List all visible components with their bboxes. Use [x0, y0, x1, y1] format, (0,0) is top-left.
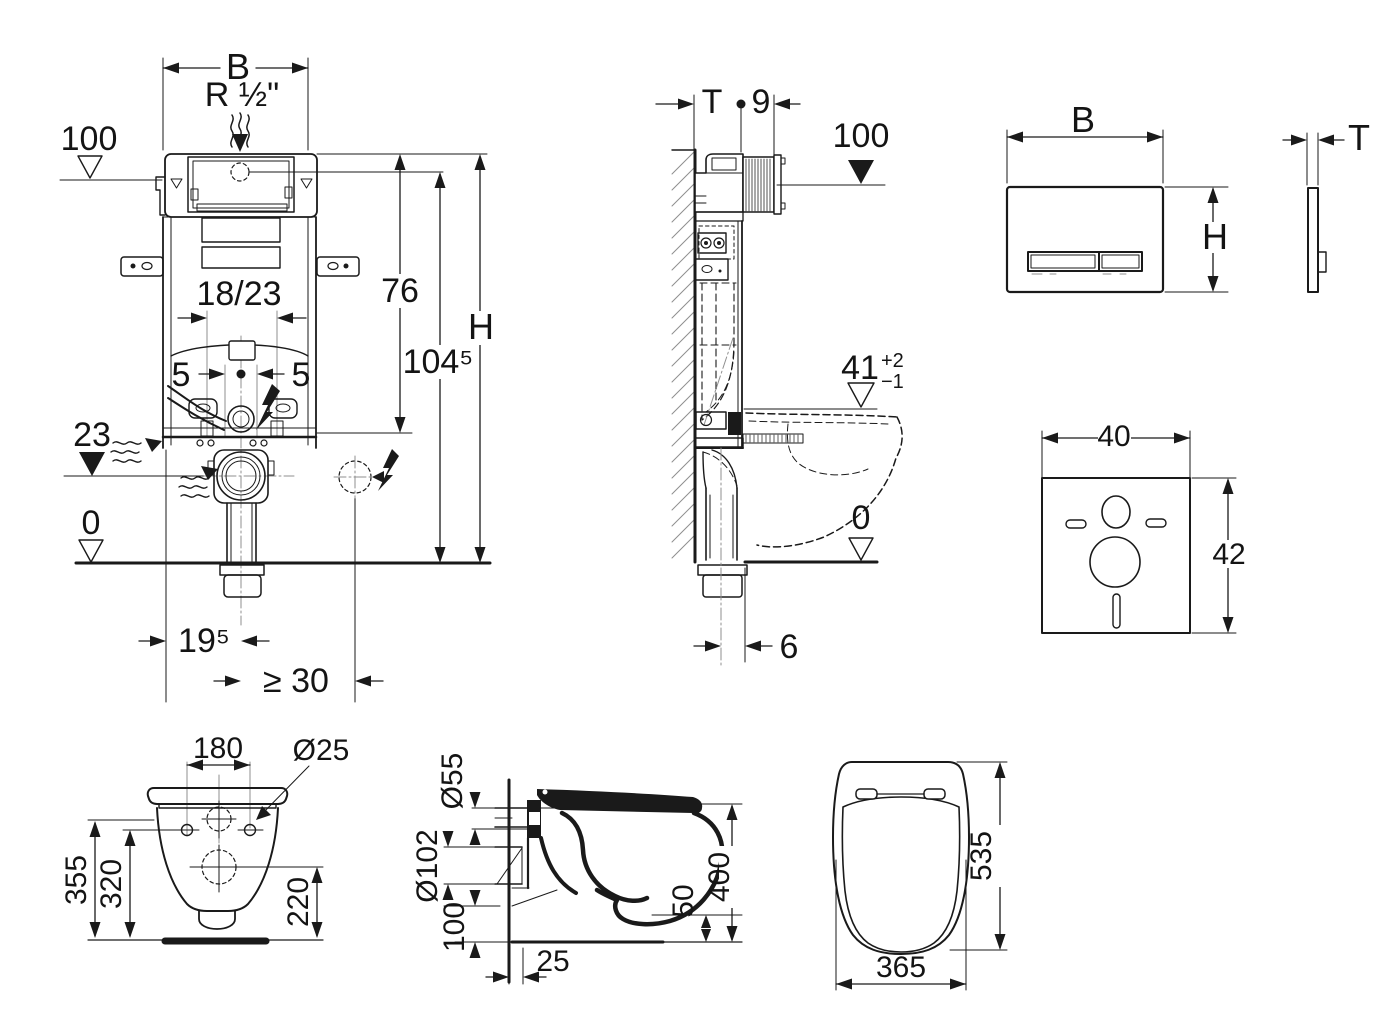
dim-label-320: 320 — [95, 859, 128, 909]
dim-label-355: 355 — [60, 855, 93, 905]
supply-arrow-icon — [232, 134, 248, 152]
level-mark-0-side-icon — [848, 537, 874, 561]
dim-label-76: 76 — [381, 272, 419, 310]
dim-label-9: 9 — [752, 83, 771, 121]
flush-plate-side — [1307, 187, 1319, 293]
dim-label-min-30: ≥ 30 — [263, 662, 329, 700]
dim-label-dia-55: Ø55 — [436, 753, 469, 810]
dim-label-h-plate: H — [1202, 216, 1228, 257]
level-label-23: 23 — [73, 416, 111, 454]
dim-label-220: 220 — [282, 877, 315, 927]
lightning-icon — [378, 449, 399, 491]
level-label-100-side: 100 — [833, 117, 890, 155]
seat-lid — [146, 787, 289, 805]
dim-label-41-plus: +2 — [881, 350, 904, 372]
water-inlet-mark — [230, 162, 250, 182]
dim-label-pad-40: 40 — [1097, 420, 1130, 453]
side-view-installation: T 9 100 41 +2 −1 0 6 — [655, 83, 904, 669]
dim-label-dia-102: Ø102 — [411, 829, 444, 902]
dim-label-41-minus: −1 — [881, 371, 904, 393]
dim-label-19-5: 19⁵ — [178, 622, 230, 660]
toilet-top-view: 535 365 — [832, 761, 1008, 991]
dim-label-365: 365 — [876, 951, 926, 984]
dim-label-50: 50 — [667, 884, 700, 917]
dim-label-180: 180 — [193, 732, 243, 765]
dim-label-400: 400 — [703, 852, 736, 902]
hinge-left — [855, 788, 878, 800]
dim-label-b-front: B — [226, 46, 250, 87]
dim-label-adjust-left: 5 — [172, 356, 191, 394]
dim-label-t-side: T — [702, 83, 723, 121]
hinge-right — [923, 788, 946, 800]
dim-label-t-plate: T — [1348, 117, 1370, 158]
sound-insulation-pad: 40 42 — [1041, 420, 1247, 634]
flush-plate-front — [1005, 185, 1165, 294]
pad-outline — [1041, 477, 1191, 634]
dim-label-41: 41 — [841, 349, 879, 387]
supply-thread-label: R ½" — [205, 76, 279, 114]
wall-hatch — [671, 150, 696, 559]
flush-buttons — [1027, 251, 1143, 275]
drain-bend — [207, 449, 275, 598]
dim-label-h-front: H — [468, 306, 494, 347]
dim-label-b-plate: B — [1071, 99, 1095, 140]
dim-label-104: 104⁵ — [403, 343, 474, 381]
dim-label-535: 535 — [965, 831, 998, 881]
level-mark-100-icon — [77, 155, 103, 179]
dim-label-6: 6 — [780, 628, 799, 666]
level-mark-23-icon — [79, 452, 105, 476]
dim-label-adjust-right: 5 — [292, 356, 311, 394]
seat-lid-outline — [841, 796, 961, 953]
level-label-100: 100 — [61, 120, 118, 158]
level-label-0-front: 0 — [82, 504, 101, 542]
wall-bracket-left — [120, 256, 164, 277]
level-mark-100-side-icon — [848, 160, 874, 184]
dim-label-pad-42: 42 — [1212, 538, 1245, 571]
bowl-inner — [559, 810, 650, 903]
level-mark-0-icon — [78, 539, 104, 563]
toilet-side-view: Ø55 Ø102 100 25 50 400 — [411, 753, 743, 985]
dim-label-dia-25: Ø25 — [293, 734, 350, 767]
dim-label-25: 25 — [536, 945, 569, 978]
flush-plate-views: B H T — [1005, 99, 1370, 294]
seat-profile — [537, 789, 703, 814]
pan-outline-dashed — [745, 412, 903, 548]
threaded-rod — [742, 433, 804, 444]
lightning-icon — [256, 384, 280, 430]
water-flow-icon — [110, 438, 218, 498]
level-label-0-side: 0 — [852, 499, 871, 537]
pan-body — [156, 807, 279, 912]
front-view-cistern-frame: B R ½" 100 76 104⁵ H 18/23 5 5 23 0 19⁵ … — [59, 46, 498, 703]
pan-outlet — [198, 910, 236, 930]
toilet-rear-view: 180 Ø25 355 320 220 — [60, 732, 350, 945]
wall-bracket-right — [316, 256, 360, 277]
seat-outer-outline — [832, 761, 970, 955]
dim-label-100-bottom: 100 — [438, 902, 471, 952]
level-mark-41-icon — [847, 382, 875, 408]
electrical-connection — [333, 449, 399, 499]
dim-label-rod-spacing: 18/23 — [196, 275, 281, 313]
